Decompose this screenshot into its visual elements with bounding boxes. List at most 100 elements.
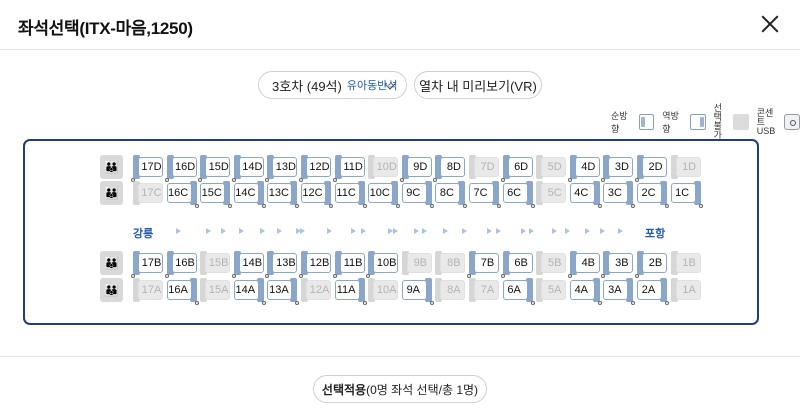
seat-back [569, 155, 577, 179]
usb-outlet-icon [295, 301, 300, 305]
vr-preview-button[interactable]: 열차 내 미리보기(VR) [414, 71, 542, 99]
usb-outlet-icon [332, 178, 337, 182]
usb-outlet-icon [665, 301, 669, 305]
seat-2B[interactable]: 2B [635, 251, 667, 278]
seat-9A[interactable]: 9A [401, 278, 434, 305]
seat-label: 13A [267, 280, 293, 300]
seat-map [23, 139, 759, 325]
seat-12B[interactable]: 12B [299, 251, 331, 278]
seat-4D[interactable]: 4D [567, 155, 600, 182]
seat-16C[interactable]: 16C [166, 181, 199, 208]
seat-11C[interactable]: 11C [334, 181, 367, 208]
seat-back [166, 155, 174, 179]
seat-label: 3D [608, 157, 634, 177]
seat-back [256, 278, 264, 302]
seat-13C[interactable]: 13C [267, 181, 300, 208]
direction-arrow-icon [260, 228, 265, 234]
seat-8D[interactable]: 8D [433, 155, 466, 182]
usb-outlet-icon [601, 274, 606, 278]
seat-6D[interactable]: 6D [500, 155, 533, 182]
seat-9C[interactable]: 9C [401, 181, 434, 208]
car-select-dropdown[interactable]: 3호차 (49석) 유아동반석 [258, 71, 407, 99]
direction-arrow-icon [600, 228, 605, 234]
seat-back [357, 181, 365, 205]
seat-6A[interactable]: 6A [502, 278, 535, 305]
seat-10B[interactable]: 10B [366, 251, 399, 278]
usb-outlet-icon [198, 178, 203, 182]
legend-unavailable-line1: 선택 [713, 103, 722, 122]
seat-17B[interactable]: 17B [131, 251, 163, 278]
seat-3C[interactable]: 3C [603, 181, 636, 208]
seat-7B[interactable]: 7B [467, 251, 499, 278]
direction-arrow-icon [388, 228, 393, 234]
seat-label: 4C [569, 183, 595, 203]
usb-outlet-icon [366, 274, 371, 278]
seat-13D[interactable]: 13D [265, 155, 298, 182]
apply-label-rest: (0명 좌석 선택/총 1명) [366, 382, 479, 397]
seat-2A[interactable]: 2A [637, 278, 669, 305]
seat-17D[interactable]: 17D [131, 155, 163, 182]
seat-4C[interactable]: 4C [569, 181, 602, 208]
apply-selection-button[interactable]: 선택적용(0명 좌석 선택/총 1명) [313, 375, 487, 403]
seat-6B[interactable]: 6B [500, 251, 533, 278]
seat-2C[interactable]: 2C [637, 181, 669, 208]
seat-label: 16B [171, 253, 197, 273]
seat-back [536, 155, 544, 179]
seat-label: 5C [541, 183, 567, 203]
seat-11A[interactable]: 11A [334, 278, 367, 305]
seat-13A[interactable]: 13A [267, 278, 300, 305]
seat-3A[interactable]: 3A [603, 278, 636, 305]
seat-label: 8A [440, 280, 466, 300]
seat-3D[interactable]: 3D [601, 155, 634, 182]
seat-back [391, 181, 399, 205]
seat-label: 17C [138, 183, 163, 203]
seat-16B[interactable]: 16B [164, 251, 197, 278]
seat-12D[interactable]: 12D [299, 155, 331, 182]
seat-label: 6C [502, 183, 528, 203]
seat-12A: 12A [301, 278, 331, 302]
seat-back [267, 155, 275, 179]
seat-label: 6D [507, 157, 533, 177]
usb-outlet-icon [399, 178, 404, 182]
seat-15C[interactable]: 15C [200, 181, 233, 208]
usb-outlet-icon [500, 274, 505, 278]
seat-14D[interactable]: 14D [231, 155, 264, 182]
seat-15B: 15B [200, 251, 231, 275]
usb-outlet-icon [567, 274, 572, 278]
seat-13B[interactable]: 13B [265, 251, 298, 278]
seat-back [334, 155, 342, 179]
seat-11B[interactable]: 11B [332, 251, 365, 278]
legend-usb-line2: USB [756, 125, 776, 136]
close-icon[interactable] [758, 12, 782, 36]
seat-6C[interactable]: 6C [502, 181, 535, 208]
seat-14A[interactable]: 14A [233, 278, 266, 305]
seat-3B[interactable]: 3B [601, 251, 634, 278]
seat-14B[interactable]: 14B [231, 251, 264, 278]
seat-back [133, 278, 140, 302]
usb-outlet-icon [567, 178, 572, 182]
seat-16A[interactable]: 16A [166, 278, 199, 305]
seat-back [334, 251, 342, 275]
seat-11D[interactable]: 11D [332, 155, 365, 182]
seat-label: 12D [306, 157, 331, 177]
seat-9D[interactable]: 9D [399, 155, 432, 182]
seat-7D: 7D [469, 155, 499, 179]
seat-4A[interactable]: 4A [569, 278, 602, 305]
seat-label: 7D [474, 157, 499, 177]
direction-arrow-icon [300, 228, 305, 234]
seat-15D[interactable]: 15D [198, 155, 231, 182]
seat-4B[interactable]: 4B [567, 251, 600, 278]
family-seat-icon: 👪 [100, 155, 123, 179]
seat-label: 9D [406, 157, 432, 177]
seat-7A: 7A [469, 278, 499, 302]
seat-label: 11B [339, 253, 365, 273]
seat-8C[interactable]: 8C [435, 181, 468, 208]
seat-7C[interactable]: 7C [469, 181, 501, 208]
seat-12C[interactable]: 12C [301, 181, 333, 208]
usb-outlet-icon [500, 178, 505, 182]
seat-1C[interactable]: 1C [670, 181, 703, 208]
seat-14C[interactable]: 14C [233, 181, 266, 208]
seat-2D[interactable]: 2D [635, 155, 667, 182]
seat-10C[interactable]: 10C [368, 181, 401, 208]
seat-16D[interactable]: 16D [164, 155, 197, 182]
